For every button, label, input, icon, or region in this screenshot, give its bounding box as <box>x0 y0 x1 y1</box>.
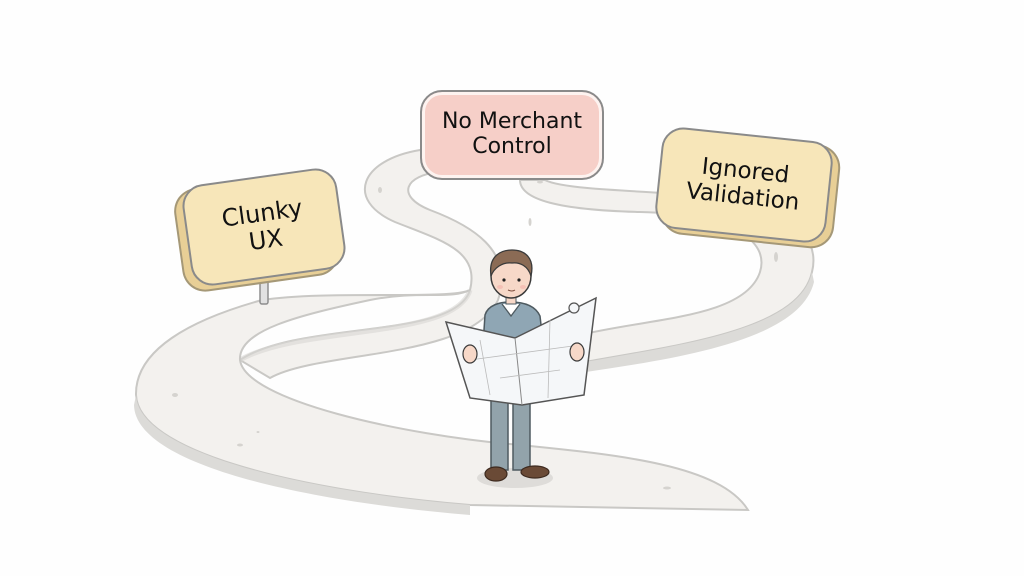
person-reading-map <box>444 249 597 488</box>
road-main <box>134 180 778 515</box>
right-shoe-icon <box>520 465 550 479</box>
left-shoe-icon <box>484 466 508 482</box>
sign-merchant-line2: Control <box>472 134 552 159</box>
sign-clunky-ux: Clunky UX <box>179 165 349 289</box>
sign-no-merchant-control: No Merchant Control <box>420 90 604 180</box>
sign-merchant-line1: No Merchant <box>441 109 583 135</box>
road-texture <box>172 180 778 490</box>
sign-ignored-validation: Ignored Validation <box>653 125 835 245</box>
